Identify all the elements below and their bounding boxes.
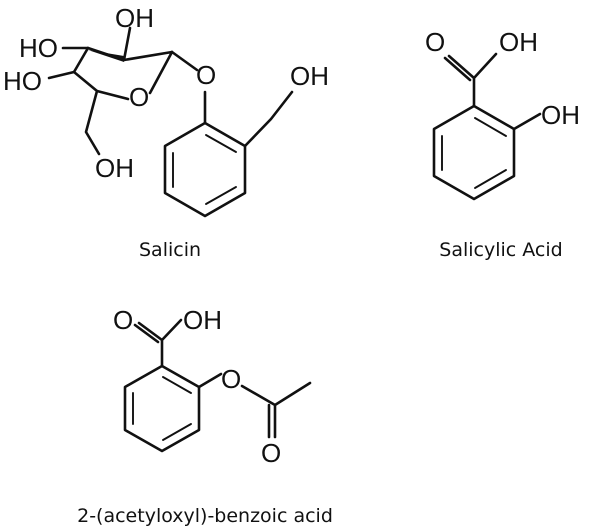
aspirin-carboxyl-bonds — [133, 318, 183, 368]
salicylic-carboxyl-oh-label: OH — [499, 27, 538, 57]
salicin-ring-oxygen-label: O — [129, 82, 149, 112]
salicylic-acid-caption: Salicylic Acid — [439, 239, 562, 261]
salicylic-phenol-oh-label: OH — [541, 100, 580, 130]
acetylsalicylic-acid-structure: O OH O O 2-(acetyloxyl)-benzoic acid — [77, 305, 333, 527]
aspirin-caption: 2-(acetyloxyl)-benzoic acid — [77, 505, 333, 527]
aspirin-carboxyl-oh-label: OH — [183, 305, 222, 335]
aspirin-ester-bonds — [197, 372, 312, 439]
salicylic-carbonyl-oxygen-label: O — [425, 27, 445, 57]
salicin-benzene-ring — [163, 121, 247, 218]
salicylic-benzene-ring — [432, 104, 516, 201]
salicin-caption: Salicin — [139, 239, 201, 261]
salicin-hydroxymethyl-oh-label: OH — [290, 61, 329, 91]
aspirin-acetyl-oxygen-label: O — [261, 438, 281, 468]
glucose-ring-front-edge — [88, 50, 124, 62]
salicylic-acid-structure: O OH OH Salicylic Acid — [425, 27, 580, 261]
salicin-ch2oh-label: OH — [95, 153, 134, 183]
glucose-ring-bonds — [72, 46, 174, 101]
salicin-linker-bonds — [203, 90, 294, 148]
salicin-structure: OH HO O HO O OH OH Salicin — [3, 3, 329, 261]
aspirin-benzene-ring — [123, 364, 201, 453]
aspirin-ester-oxygen-label: O — [221, 364, 241, 394]
aspirin-carbonyl-oxygen-label: O — [113, 305, 133, 335]
salicylic-hydroxyl-bond — [512, 112, 542, 131]
salicylic-carboxyl-bonds — [443, 52, 498, 108]
salicin-ho-upper-label: HO — [19, 33, 58, 63]
salicin-oh-top-label: OH — [115, 3, 154, 33]
salicin-glycosidic-oxygen-label: O — [196, 60, 216, 90]
salicin-ho-lower-label: HO — [3, 66, 42, 96]
sugar-substituent-bonds — [47, 26, 199, 156]
